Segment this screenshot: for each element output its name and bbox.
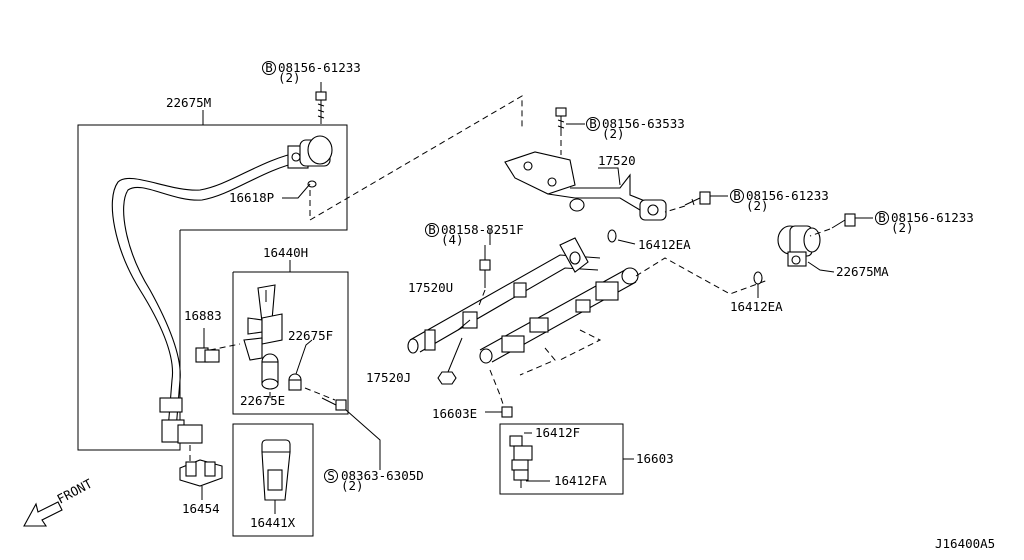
label-22675M: 22675M [166, 95, 211, 110]
bolt-symbol-2: B [586, 116, 600, 131]
label-b3-qty: (2) [746, 198, 769, 213]
label-22675E: 22675E [240, 393, 285, 408]
bolt-icon-5 [479, 259, 491, 288]
bolt-symbol-4: B [875, 210, 889, 225]
bracket-17520 [504, 151, 667, 221]
clip-16441X [261, 439, 291, 501]
svg-text:B: B [878, 210, 886, 225]
box-16441X [232, 423, 314, 537]
svg-text:B: B [428, 222, 436, 237]
box-22675M [77, 124, 348, 451]
label-16440H: 16440H [263, 245, 308, 260]
front-arrow-icon [23, 501, 63, 527]
svg-text:B: B [265, 60, 273, 75]
label-22675F: 22675F [288, 328, 333, 343]
label-16412FA: 16412FA [554, 473, 607, 488]
label-b4-qty: (2) [891, 220, 914, 235]
svg-text:B: B [589, 116, 597, 131]
bolt-symbol-1: B [262, 60, 276, 75]
box-16440H [232, 271, 349, 415]
label-16412EA-lower: 16412EA [730, 299, 783, 314]
label-16454: 16454 [182, 501, 220, 516]
fuel-rail-17520U [407, 237, 601, 354]
fuel-hose-22675M [111, 151, 301, 444]
pressure-regulator-right-icon [777, 225, 821, 267]
label-16618P: 16618P [229, 190, 274, 205]
grommet-22675E [261, 353, 279, 390]
clip-16440H [243, 284, 283, 361]
label-16883: 16883 [184, 308, 222, 323]
label-17520J: 17520J [366, 370, 411, 385]
bolt-symbol-3: B [730, 188, 744, 203]
label-b2-num: 08156-63533 [602, 116, 685, 131]
label-16412F: 16412F [535, 425, 580, 440]
screw-symbol: S [324, 468, 338, 483]
label-b1-qty: (2) [278, 70, 301, 85]
bolt-symbol-5: B [425, 222, 439, 237]
collar-22675F [288, 373, 302, 391]
screw-icon [321, 397, 347, 411]
clip-16603E [501, 406, 513, 418]
label-16441X: 16441X [250, 515, 296, 530]
bolt-icon-4 [831, 213, 856, 229]
bolt-icon-2 [555, 107, 567, 136]
nut-17520J [437, 371, 457, 385]
label-b2-qty: (2) [602, 126, 625, 141]
label-17520: 17520 [598, 153, 636, 168]
svg-text:B: B [733, 188, 741, 203]
label-16603: 16603 [636, 451, 674, 466]
label-b5-qty: (4) [441, 232, 464, 247]
injector-16603 [509, 435, 533, 488]
svg-text:S: S [327, 468, 335, 483]
label-22675MA: 22675MA [836, 264, 889, 279]
o-ring-16412EA-lower [753, 271, 763, 285]
bolt-icon-1 [315, 91, 327, 124]
label-16412EA-upper: 16412EA [638, 237, 691, 252]
label-b5-num: 08158-8251F [441, 222, 524, 237]
label-b1-num: 08156-61233 [278, 60, 361, 75]
clamp-16454 [179, 459, 223, 487]
fuel-rail-right [479, 267, 639, 411]
clamp-16883 [195, 347, 220, 363]
bolt-icon-3 [684, 191, 711, 206]
label-front: FRONT [54, 476, 95, 507]
label-b3-num: 08156-61233 [746, 188, 829, 203]
label-b4-num: 08156-61233 [891, 210, 974, 225]
o-ring-16412EA-upper [607, 229, 617, 243]
pressure-regulator-upper-icon [287, 135, 333, 188]
label-s1-qty: (2) [341, 478, 364, 493]
label-16603E: 16603E [432, 406, 477, 421]
label-s1-num: 08363-6305D [341, 468, 424, 483]
label-17520U: 17520U [408, 280, 453, 295]
diagram-id: J16400A5 [935, 536, 995, 551]
